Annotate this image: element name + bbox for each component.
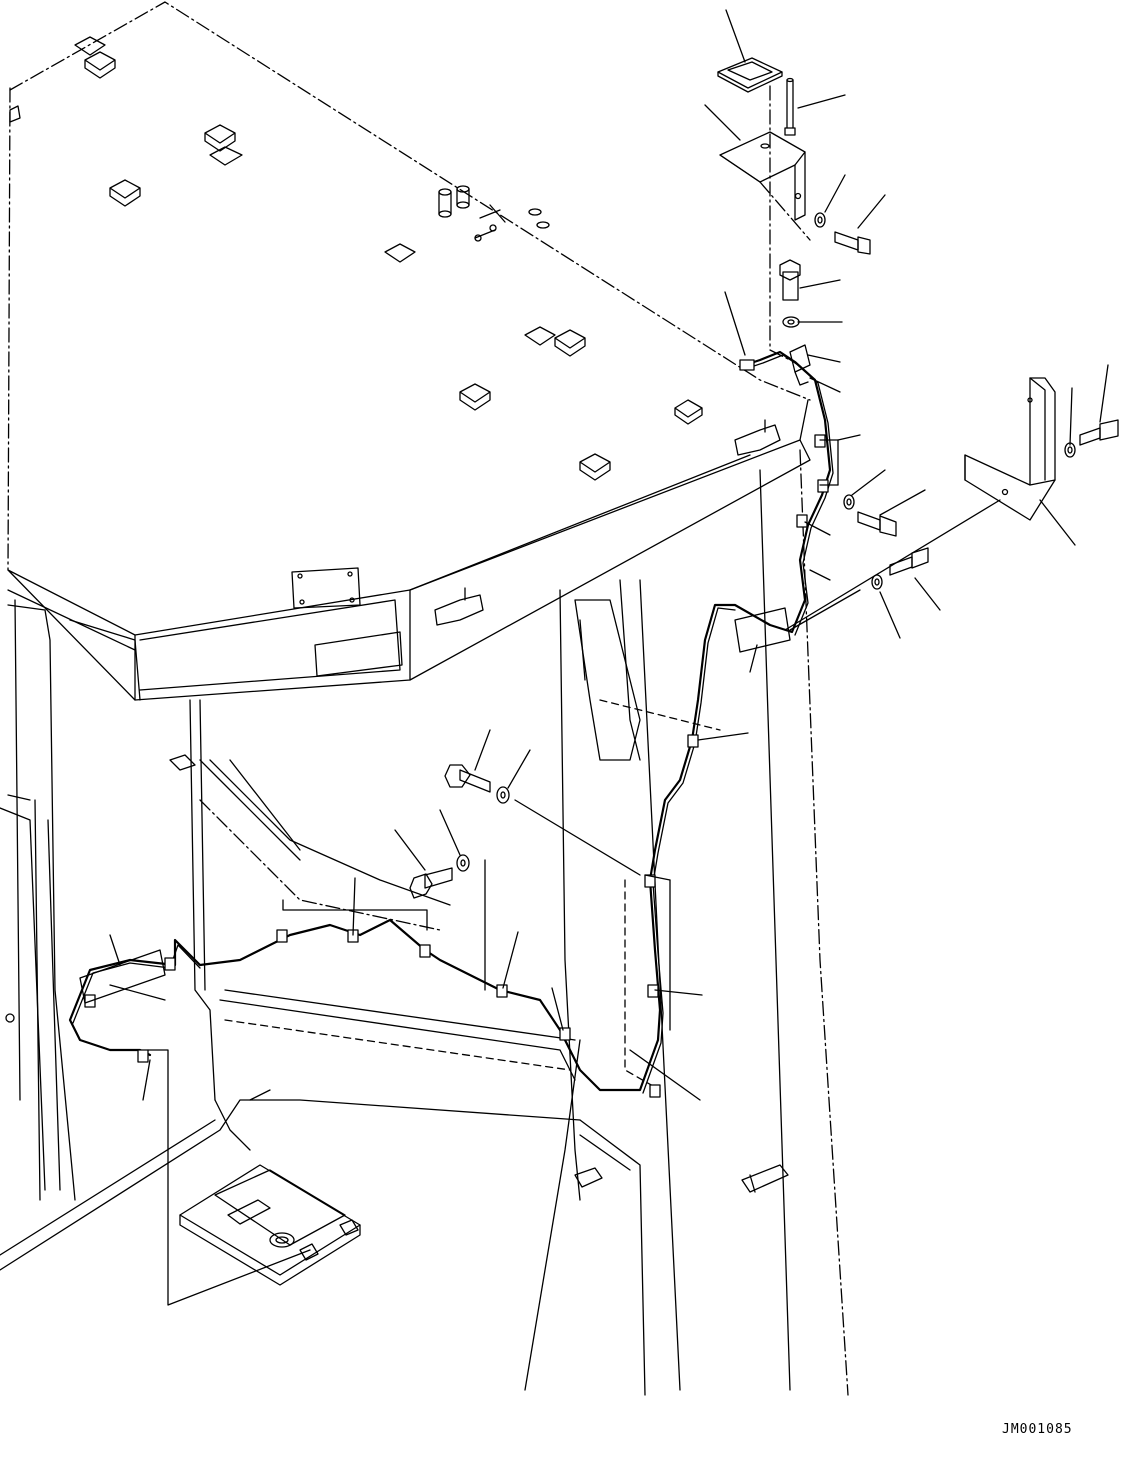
bolt-icon bbox=[409, 231, 1119, 899]
clamp-icon bbox=[84, 434, 829, 1098]
antenna-bracket bbox=[719, 131, 811, 241]
roof-brackets bbox=[9, 105, 781, 626]
harness-tags bbox=[79, 607, 791, 1004]
drawing-code: JM001085 bbox=[1002, 1422, 1073, 1437]
cab-roof bbox=[7, 1, 811, 701]
controller-box-icon bbox=[179, 1164, 361, 1286]
reference-lines bbox=[147, 439, 1001, 1306]
wire-harness bbox=[68, 344, 834, 1094]
washer-icon bbox=[456, 212, 1076, 872]
antenna-rod-icon bbox=[769, 77, 796, 361]
bracket-icon bbox=[964, 377, 1056, 521]
roof-studs bbox=[438, 185, 550, 242]
callout-leaders bbox=[109, 9, 1109, 1101]
roof-pad bbox=[74, 36, 703, 481]
roof-plate bbox=[291, 567, 403, 677]
antenna-cover-icon bbox=[717, 57, 783, 93]
cab-frame bbox=[0, 449, 849, 1396]
